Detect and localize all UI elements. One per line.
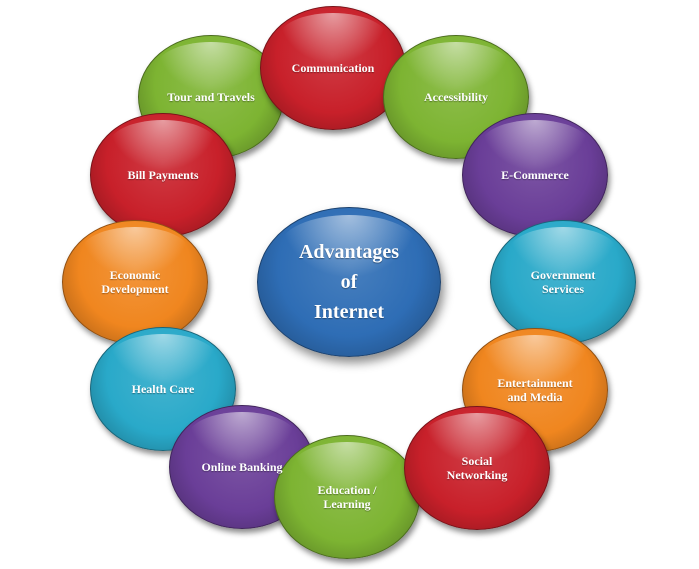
node-label: Accessibility <box>424 90 488 104</box>
node-bill-payments: Bill Payments <box>90 113 236 237</box>
node-e-commerce: E-Commerce <box>462 113 608 237</box>
node-label: Education / Learning <box>317 483 377 511</box>
center-label: Advantages of Internet <box>298 241 399 323</box>
node-label: E-Commerce <box>501 168 569 182</box>
node-label: Health Care <box>131 382 195 396</box>
node-label: Social Networking <box>446 454 508 482</box>
node-label: Bill Payments <box>127 168 199 182</box>
node-social-networking: Social Networking <box>404 406 550 530</box>
center-node-advantages-of-internet: Advantages of Internet <box>257 207 441 357</box>
node-label: Government Services <box>530 268 596 296</box>
node-economic-development: Economic Development <box>62 220 208 344</box>
node-label: Communication <box>291 61 375 75</box>
node-label: Online Banking <box>201 460 283 474</box>
node-government-services: Government Services <box>490 220 636 344</box>
node-communication: Communication <box>260 6 406 130</box>
node-label: Tour and Travels <box>167 90 255 104</box>
node-label: Economic Development <box>101 268 169 296</box>
node-label: Entertainment and Media <box>497 376 573 404</box>
node-education-learning: Education / Learning <box>274 435 420 559</box>
